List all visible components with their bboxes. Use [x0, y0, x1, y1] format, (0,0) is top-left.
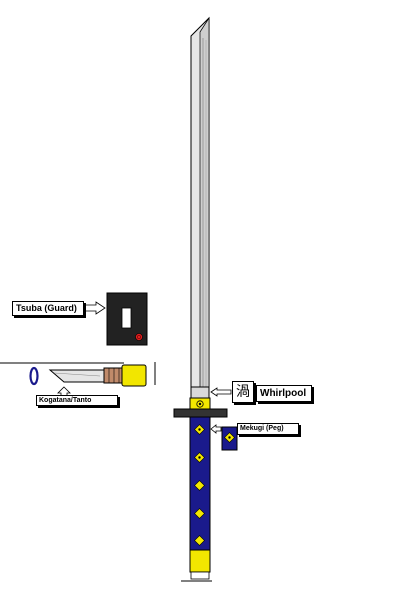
mekugi-detail — [221, 426, 238, 451]
callout-arrows — [57, 301, 232, 434]
tsuba-detail-emblem-ring — [137, 335, 141, 339]
kogatana-ring — [29, 366, 39, 386]
tsuba-guard-bar — [173, 408, 228, 418]
mekugi-peg-dot — [198, 428, 201, 431]
handle-diamond — [194, 480, 205, 491]
habaki-base — [190, 386, 210, 399]
kashira-base — [190, 571, 210, 580]
whirlpool-emblem — [196, 400, 204, 408]
handle-diamond — [194, 508, 205, 519]
whirlpool-arrow — [210, 387, 232, 397]
blade-edge — [199, 16, 210, 399]
handle-diamond — [194, 535, 205, 546]
tsuba-arrow — [83, 301, 106, 315]
blade — [190, 16, 210, 399]
whirlpool-label: Whirlpool — [256, 385, 312, 402]
tsuba-detail-slot — [121, 307, 132, 329]
kogatana — [0, 362, 156, 387]
mekugi-arrow — [210, 424, 222, 434]
handle — [181, 416, 212, 582]
tsuba-label: Tsuba (Guard) — [12, 301, 84, 316]
whirlpool-emblem-core — [198, 402, 202, 406]
whirlpool-kanji-label: 渦 — [232, 381, 254, 403]
tsuba-detail — [106, 292, 148, 346]
kogatana-label: Kogatana/Tanto — [36, 395, 118, 406]
mekugi-detail-dot — [228, 436, 231, 439]
kogatana-pommel — [121, 364, 147, 387]
tsuba-detail-emblem — [135, 333, 143, 341]
mekugi-label: Mekugi (Peg) — [237, 423, 299, 435]
kogatana-blade-edge — [53, 372, 101, 377]
kashira-pommel — [189, 549, 211, 573]
kogatana-wrap — [103, 367, 123, 384]
mekugi-peg-dot — [198, 456, 201, 459]
habaki — [189, 386, 211, 410]
